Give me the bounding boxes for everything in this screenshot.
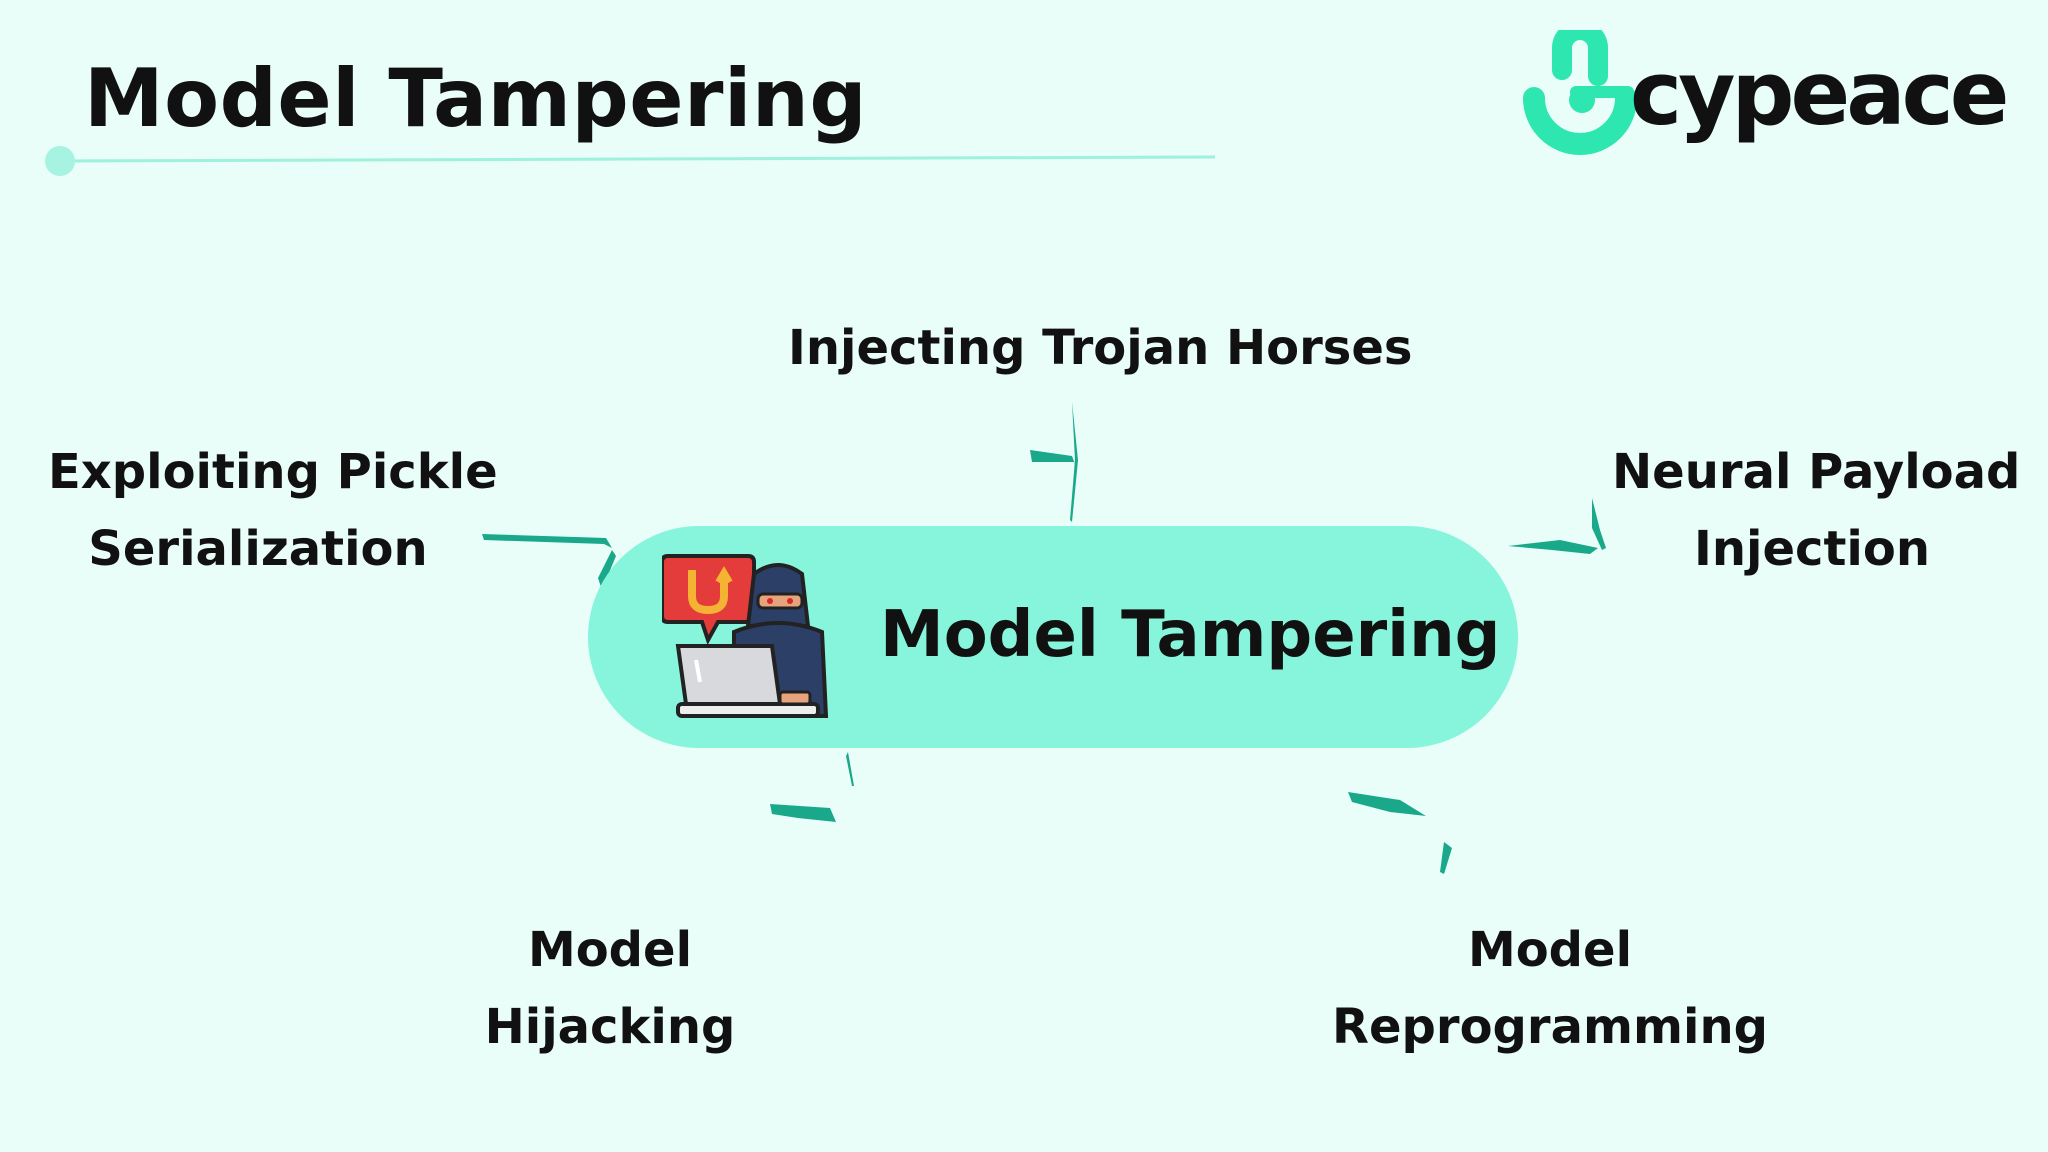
branch-injecting-trojan-horses: Injecting Trojan Horses [788,310,1413,387]
branch-label-line: Injecting Trojan Horses [788,320,1413,376]
branch-model-reprogramming: Model Reprogramming [1330,912,1770,1066]
connector-bottom-right-stem [1440,842,1452,874]
branch-label-line: Serialization [88,521,428,577]
connector-bottom-left-stem [846,752,854,786]
connector-top [1030,450,1078,472]
branch-neural-payload-injection: Neural Payload Injection [1612,434,2021,588]
branch-label-line: Model [527,922,693,978]
logo-wordmark: cypeace [1630,42,2009,145]
branch-model-hijacking: Model Hijacking [470,912,750,1066]
connector-left [482,534,612,548]
center-label: Model Tampering [880,598,1501,672]
branch-label-line: Hijacking [484,999,736,1055]
connector-right-hook [1592,498,1606,550]
branch-label-line: Model [1467,922,1633,978]
branch-label-line: Neural Payload [1612,444,2021,500]
connector-bottom-right [1348,792,1426,816]
branch-exploiting-pickle-serialization: Exploiting Pickle Serialization [48,434,498,588]
page-title: Model Tampering [84,52,868,145]
branch-label-line: Reprogramming [1332,999,1768,1055]
connector-bottom-left [770,804,836,822]
cypeace-logo-icon [1523,30,1637,155]
branch-label-line: Injection [1693,521,1931,577]
title-dot [45,146,75,176]
connector-top-stem [1070,402,1078,522]
branch-label-line: Exploiting Pickle [48,444,498,500]
connector-right [1508,540,1598,554]
hacker-phishing-icon [662,554,829,718]
